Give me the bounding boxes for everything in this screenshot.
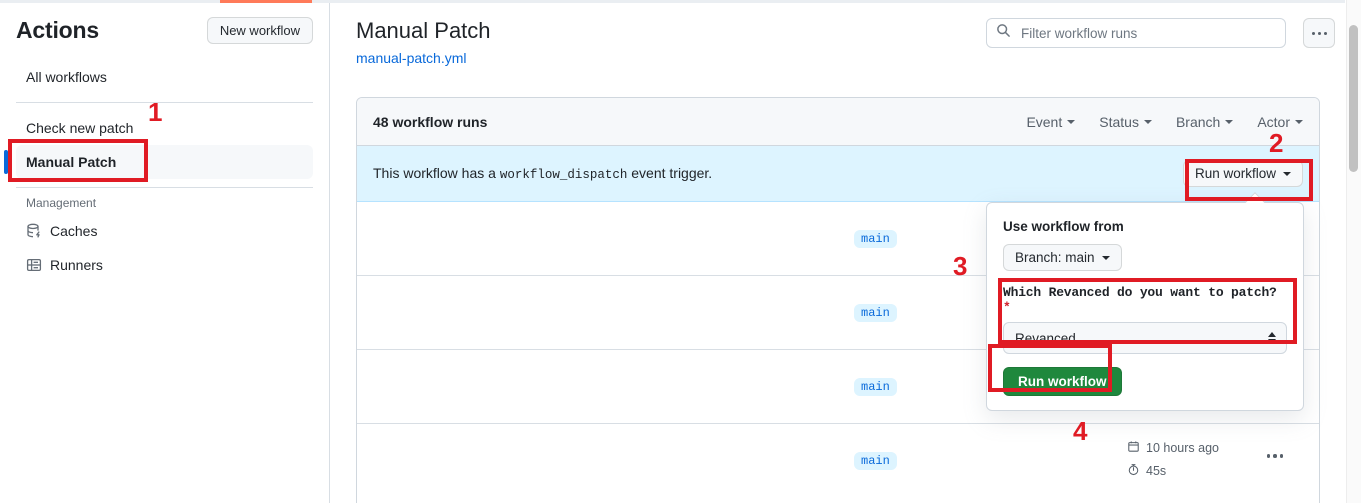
filter-event[interactable]: Event bbox=[1026, 113, 1076, 130]
sidebar-divider bbox=[16, 102, 313, 103]
calendar-icon bbox=[1127, 440, 1140, 456]
chevron-down-icon bbox=[1067, 119, 1076, 124]
workflow-input-label: Which Revanced do you want to patch? * bbox=[1003, 285, 1287, 315]
sidebar-nav-list: All workflows Check new patch Manual Pat… bbox=[4, 60, 313, 282]
chevron-down-icon bbox=[1143, 119, 1152, 124]
cache-icon bbox=[26, 223, 42, 239]
branch-select-button[interactable]: Branch: main bbox=[1003, 244, 1122, 271]
run-date: 10 hours ago bbox=[1127, 440, 1219, 456]
revanced-select[interactable]: Revanced bbox=[1003, 322, 1287, 354]
use-workflow-from-label: Use workflow from bbox=[1003, 219, 1124, 234]
workflow-file-link[interactable]: manual-patch.yml bbox=[356, 49, 467, 66]
sidebar-item-caches[interactable]: Caches bbox=[16, 214, 313, 248]
filter-branch[interactable]: Branch bbox=[1175, 113, 1234, 130]
branch-select-label: Branch: main bbox=[1015, 250, 1095, 265]
search-icon bbox=[996, 23, 1011, 43]
run-duration-label: 45s bbox=[1146, 464, 1167, 478]
sidebar-item-check-new-patch[interactable]: Check new patch bbox=[16, 111, 313, 145]
sidebar: Actions New workflow All workflows Check… bbox=[0, 3, 330, 503]
sidebar-title: Actions bbox=[16, 17, 99, 43]
page-scrollbar-track[interactable] bbox=[1346, 0, 1361, 503]
kebab-icon bbox=[1311, 31, 1327, 35]
sidebar-group-management-label: Management bbox=[26, 196, 97, 210]
runners-icon bbox=[26, 257, 42, 273]
search-container bbox=[986, 18, 1286, 48]
filter-event-label: Event bbox=[1026, 113, 1063, 130]
filter-status[interactable]: Status bbox=[1099, 114, 1152, 130]
page-load-progress-fill bbox=[220, 0, 312, 3]
run-workflow-dropdown-label: Run workflow bbox=[1194, 166, 1276, 181]
chevron-down-icon bbox=[1225, 119, 1234, 124]
run-date-label: 10 hours ago bbox=[1146, 441, 1219, 455]
table-row[interactable]: main 10 hours ago bbox=[357, 424, 1319, 498]
filter-actor-label: Actor bbox=[1257, 113, 1290, 130]
dispatch-event-code: workflow_dispatch bbox=[499, 168, 628, 182]
new-workflow-button[interactable]: New workflow bbox=[206, 17, 313, 44]
filter-workflow-runs-box[interactable] bbox=[986, 18, 1286, 48]
run-meta: 10 hours ago 45s bbox=[1127, 440, 1219, 479]
sidebar-item-label: Manual Patch bbox=[26, 154, 117, 170]
runs-filter-group: Event Status Branch Actor bbox=[1026, 114, 1303, 130]
sidebar-header: Actions New workflow bbox=[16, 3, 313, 50]
sidebar-item-manual-patch[interactable]: Manual Patch bbox=[4, 145, 313, 179]
row-options-button[interactable] bbox=[1266, 454, 1283, 458]
sidebar-item-all-workflows[interactable]: All workflows bbox=[16, 60, 313, 94]
sidebar-item-label: All workflows bbox=[26, 69, 107, 85]
dispatch-text-after: event trigger. bbox=[631, 165, 713, 181]
branch-badge[interactable]: main bbox=[854, 230, 897, 248]
filter-status-label: Status bbox=[1099, 113, 1139, 130]
runs-card-header: 48 workflow runs Event Status Branch Act… bbox=[357, 98, 1319, 146]
branch-badge[interactable]: main bbox=[854, 378, 897, 396]
workflow-dispatch-banner: This workflow has a workflow_dispatch ev… bbox=[357, 146, 1319, 202]
branch-badge[interactable]: main bbox=[854, 452, 897, 470]
workflow-runs-count: 48 workflow runs bbox=[373, 113, 488, 130]
dispatch-text-before: This workflow has a bbox=[373, 165, 496, 181]
page-title: Manual Patch bbox=[356, 18, 491, 43]
workflow-dispatch-text: This workflow has a workflow_dispatch ev… bbox=[373, 165, 712, 182]
table-row[interactable]: main bbox=[357, 276, 1319, 350]
workflow-options-button[interactable] bbox=[1303, 18, 1335, 48]
run-workflow-popup: Use workflow from Branch: main Which Rev… bbox=[986, 192, 1304, 411]
sidebar-item-label: Runners bbox=[50, 257, 103, 273]
workflow-input-label-text: Which Revanced do you want to patch? bbox=[1003, 285, 1277, 300]
search-input[interactable] bbox=[1019, 24, 1276, 42]
branch-badge[interactable]: main bbox=[854, 304, 897, 322]
run-workflow-dropdown-button[interactable]: Run workflow bbox=[1182, 160, 1303, 187]
sidebar-divider bbox=[16, 187, 313, 188]
revanced-select-value: Revanced bbox=[1015, 330, 1076, 346]
required-marker: * bbox=[1003, 300, 1011, 315]
run-duration: 45s bbox=[1127, 463, 1166, 479]
submit-run-workflow-button[interactable]: Run workflow bbox=[1003, 367, 1122, 396]
filter-actor[interactable]: Actor bbox=[1257, 114, 1303, 130]
chevron-down-icon bbox=[1283, 171, 1291, 176]
table-row[interactable]: main bbox=[357, 202, 1319, 276]
stopwatch-icon bbox=[1127, 463, 1140, 479]
select-updown-icon bbox=[1268, 332, 1276, 344]
page-scrollbar-thumb[interactable] bbox=[1349, 25, 1358, 172]
page-load-progress-track bbox=[0, 0, 1345, 3]
sidebar-item-runners[interactable]: Runners bbox=[16, 248, 313, 282]
chevron-down-icon bbox=[1295, 119, 1303, 124]
chevron-down-icon bbox=[1101, 255, 1110, 260]
sidebar-item-label: Check new patch bbox=[26, 120, 134, 136]
sidebar-item-label: Caches bbox=[50, 223, 98, 239]
filter-branch-label: Branch bbox=[1175, 113, 1221, 130]
